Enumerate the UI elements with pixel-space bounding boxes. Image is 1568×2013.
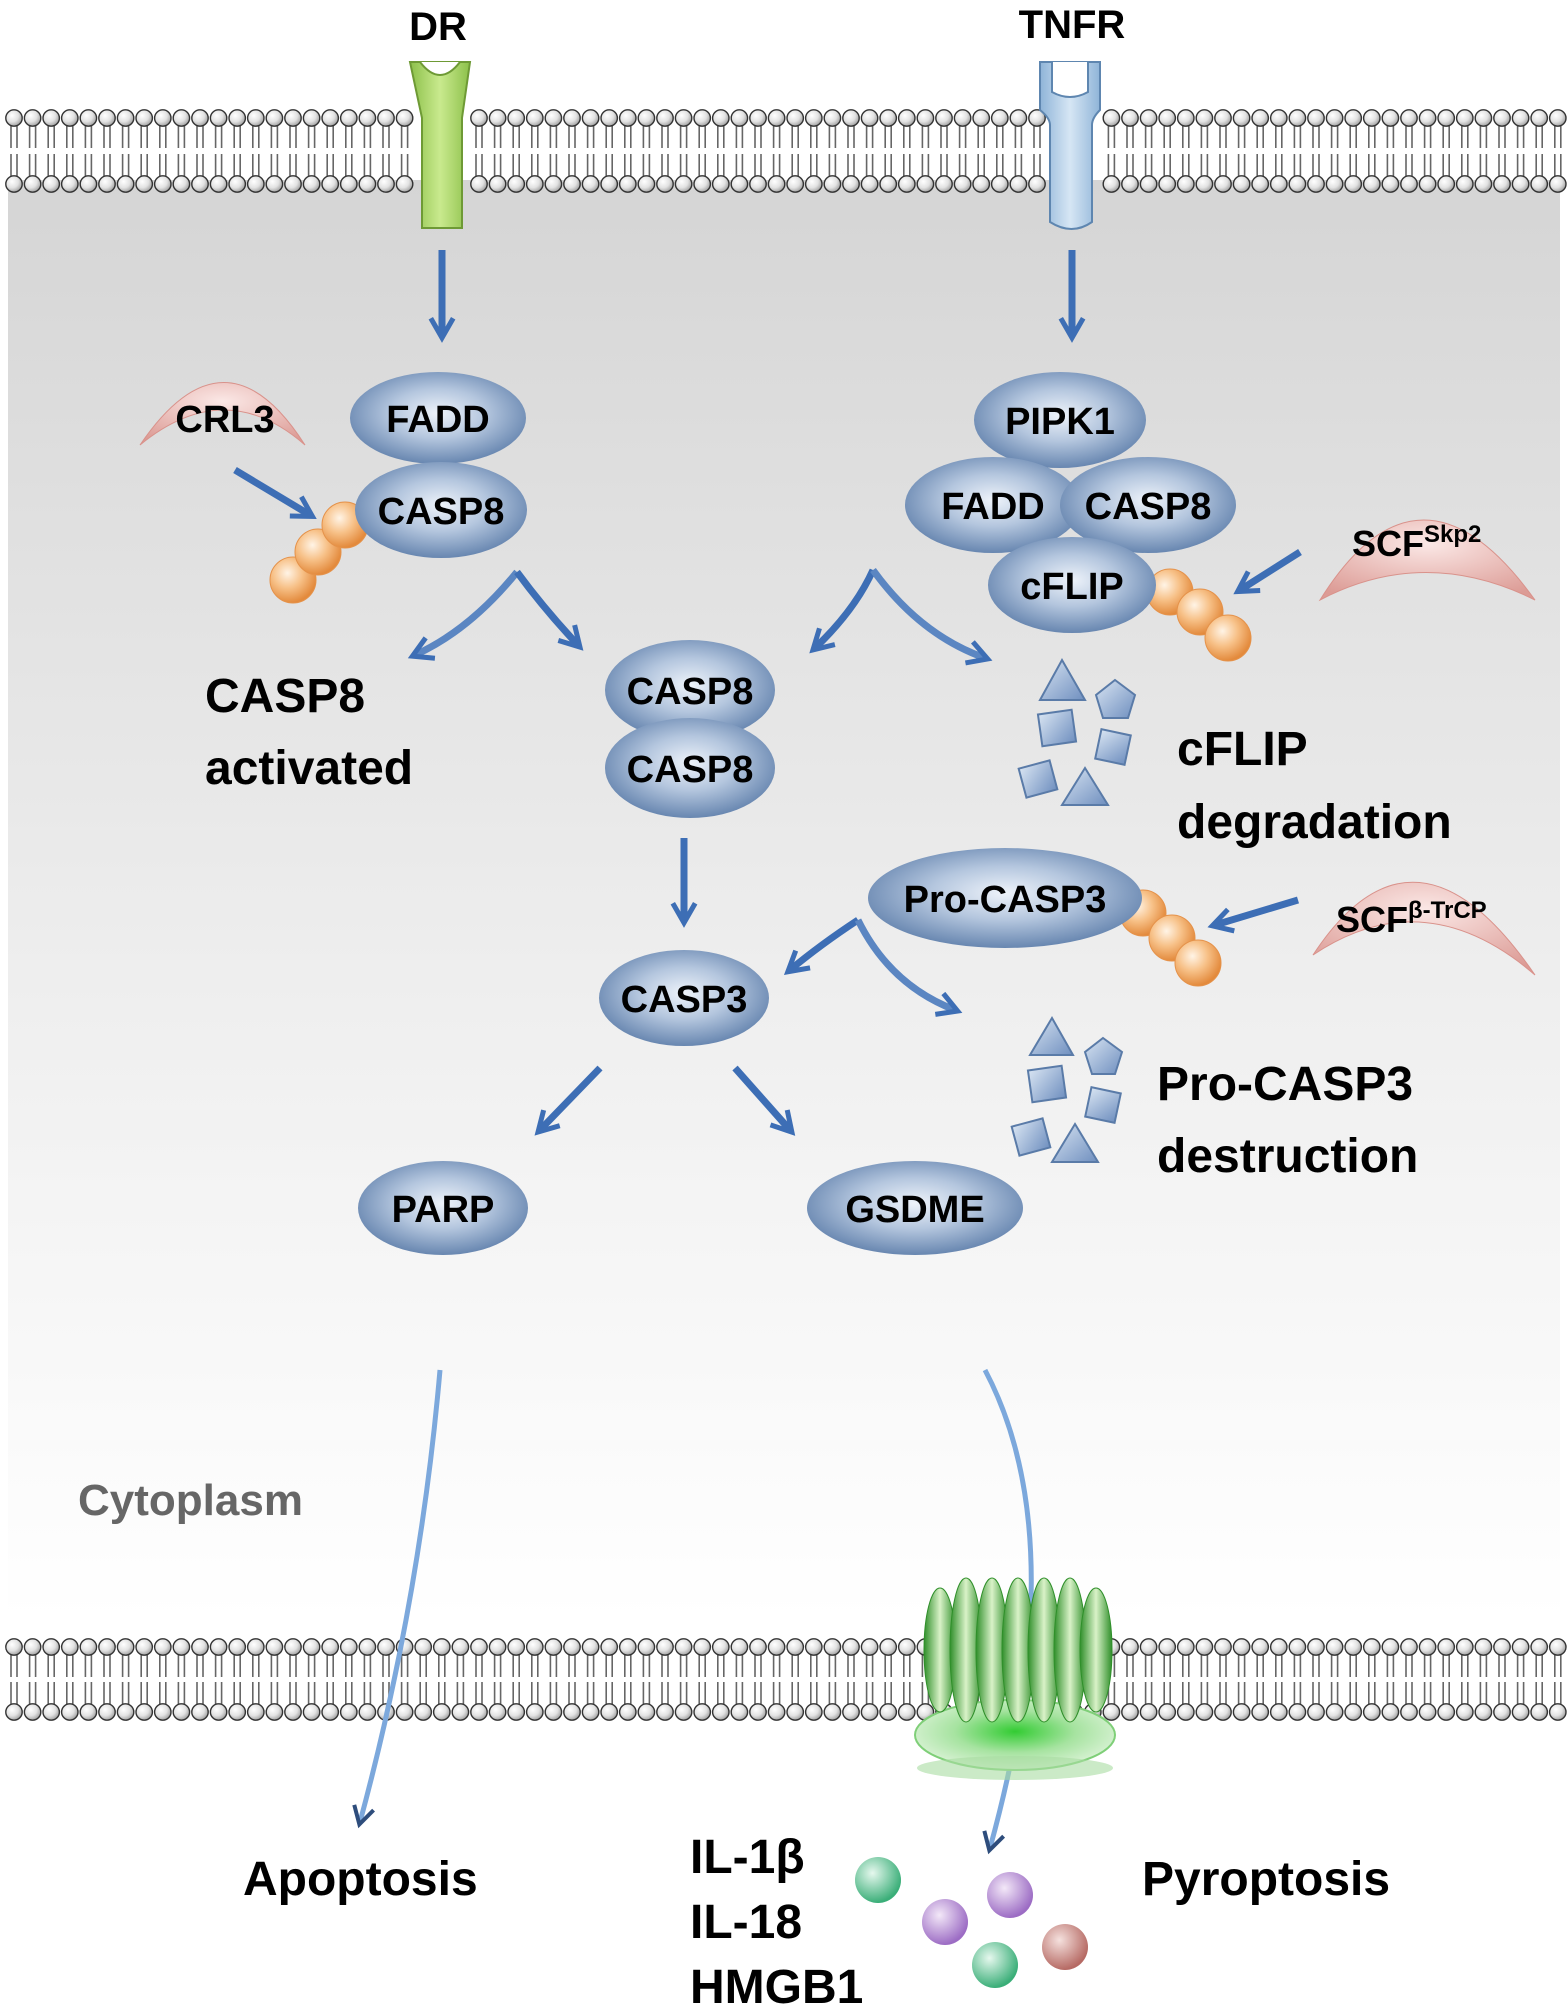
fadd-protein-right: FADD: [905, 457, 1081, 553]
crl3-ligase-icon: [139, 382, 306, 446]
arrow-casp3-to-parp: [534, 1065, 603, 1136]
dr-receptor-icon: [408, 61, 472, 229]
svg-text:GSDME: GSDME: [845, 1189, 984, 1231]
cytokine-bead-icon: [1042, 1924, 1088, 1970]
casp8-dimer-bottom: CASP8: [605, 718, 775, 818]
dr-label: DR: [409, 5, 467, 49]
cflip-degradation-label-line2: degradation: [1177, 796, 1452, 849]
svg-text:CASP8: CASP8: [627, 749, 754, 791]
pipk1-protein: PIPK1: [974, 372, 1146, 468]
casp8-activated-label-line2: activated: [205, 742, 413, 795]
scf-btrcp-ligase-icon: [1312, 881, 1536, 976]
cytokine-bead-icon: [972, 1942, 1018, 1988]
arrow-scfbtrcp-to-ub: [1207, 896, 1300, 934]
cytokine-bead-icon: [855, 1857, 901, 1903]
fork-arrow-pro-casp3: [783, 917, 963, 1017]
tnfr-receptor-icon: [1039, 61, 1101, 230]
cflip-degradation-fragments-icon: [1017, 657, 1137, 806]
svg-text:CASP8: CASP8: [627, 671, 754, 713]
gasdermin-pore-icon: [914, 1577, 1116, 1780]
svg-text:FADD: FADD: [386, 399, 489, 441]
pro-casp3-destruction-label-line2: destruction: [1157, 1130, 1418, 1183]
cflip-degradation-label-line1: cFLIP: [1177, 723, 1308, 776]
cytokine-label-hmgb1: HMGB1: [690, 1961, 863, 2013]
casp3-protein: CASP3: [599, 950, 769, 1046]
parp-protein: PARP: [358, 1161, 528, 1255]
arrow-parp-to-apoptosis: [352, 1369, 443, 1829]
fork-arrow-casp8-left: [407, 569, 584, 661]
casp8-protein-left: CASP8: [355, 462, 527, 558]
pore-subunit-icon: [1079, 1587, 1113, 1713]
tnfr-label: TNFR: [1019, 3, 1126, 47]
fork-arrow-casp8-right: [809, 567, 993, 666]
arrow-crl3-to-ub: [233, 466, 317, 520]
svg-text:CASP8: CASP8: [1085, 486, 1212, 528]
svg-text:FADD: FADD: [941, 486, 1044, 528]
pyroptosis-label: Pyroptosis: [1142, 1853, 1390, 1906]
plasma-membrane-top: [5, 109, 1567, 193]
plasma-membrane-bottom: [5, 1638, 1567, 1721]
svg-text:PARP: PARP: [392, 1189, 495, 1231]
cytokine-bead-icon: [987, 1872, 1033, 1918]
scf-btrcp-label: SCFβ-TrCP: [1336, 897, 1487, 940]
svg-text:CASP3: CASP3: [621, 979, 748, 1021]
svg-text:PIPK1: PIPK1: [1005, 401, 1115, 443]
casp8-protein-right: CASP8: [1060, 457, 1236, 553]
pro-casp3-destruction-label-line1: Pro-CASP3: [1157, 1058, 1413, 1111]
gsdme-protein: GSDME: [807, 1161, 1023, 1255]
apoptosis-label: Apoptosis: [243, 1853, 478, 1906]
svg-text:CASP8: CASP8: [378, 491, 505, 533]
cytokine-label-il18: IL-18: [690, 1896, 802, 1949]
cytokine-bead-icon: [922, 1899, 968, 1945]
scf-skp2-ligase-icon: [1318, 519, 1536, 602]
cytoplasm-label: Cytoplasm: [78, 1476, 303, 1525]
crl3-label: CRL3: [175, 399, 274, 441]
scf-skp2-label: SCFSkp2: [1352, 521, 1481, 564]
pro-casp3-protein: Pro-CASP3: [868, 848, 1142, 948]
cytokine-label-il1b: IL-1β: [690, 1831, 805, 1884]
svg-text:cFLIP: cFLIP: [1020, 566, 1123, 608]
svg-text:Pro-CASP3: Pro-CASP3: [904, 879, 1107, 921]
pro-casp3-destruction-fragments-icon: [1010, 1016, 1124, 1163]
casp8-activated-label-line1: CASP8: [205, 670, 365, 723]
arrow-casp3-to-gsdme: [732, 1065, 796, 1136]
casp8-dimer-top: CASP8: [605, 640, 775, 740]
ubiquitin-chain-scf-skp2: [1146, 568, 1252, 662]
arrow-scfskp2-to-ub: [1233, 549, 1302, 595]
fadd-protein-left: FADD: [350, 372, 526, 464]
cflip-protein: cFLIP: [988, 537, 1156, 633]
